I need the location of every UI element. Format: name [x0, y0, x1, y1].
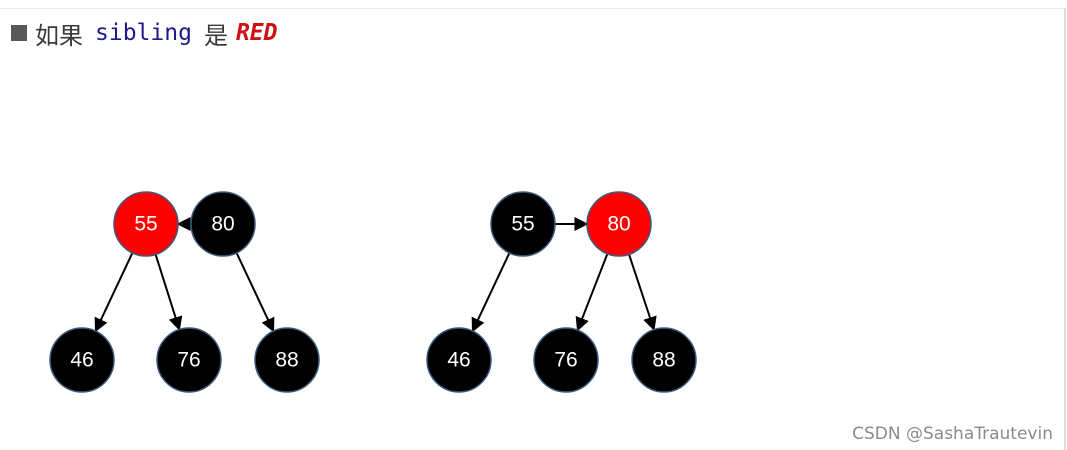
node-after-88: 88	[631, 327, 697, 393]
node-before-46: 46	[49, 327, 115, 393]
node-circle	[190, 191, 256, 257]
node-before-88: 88	[254, 327, 320, 393]
node-circle	[113, 191, 179, 257]
watermark: CSDN @SashaTrautevin	[852, 424, 1053, 444]
node-circle	[156, 327, 222, 393]
node-label: 55	[134, 213, 157, 236]
edge-after-80-76	[575, 253, 609, 332]
heading-prefix: 如果	[35, 21, 83, 50]
node-before-76: 76	[156, 327, 222, 393]
edge-before-80-88	[235, 252, 275, 333]
node-label: 46	[447, 349, 470, 372]
node-label: 80	[211, 213, 234, 236]
square-bullet-icon	[11, 25, 27, 41]
heading-emphasis: RED	[235, 20, 278, 46]
right-divider	[1064, 8, 1066, 450]
node-label: 46	[70, 349, 93, 372]
slide-heading: 如果 sibling 是 RED	[11, 16, 277, 50]
node-circle	[49, 327, 115, 393]
edge-after-55-46	[471, 252, 511, 333]
edges-layer	[94, 217, 657, 333]
edge-before-55-46	[94, 252, 134, 333]
edge-after-80-88	[628, 254, 657, 331]
node-after-76: 76	[533, 327, 599, 393]
node-after-55: 55	[490, 191, 556, 257]
node-circle	[631, 327, 697, 393]
nodes-layer: 55 80 46 76 88 55 80 46 76 88	[49, 191, 697, 393]
node-before-55: 55	[113, 191, 179, 257]
node-circle	[533, 327, 599, 393]
node-before-80: 80	[190, 191, 256, 257]
heading-code: sibling	[95, 20, 192, 46]
node-label: 76	[177, 349, 200, 372]
node-label: 76	[554, 349, 577, 372]
node-label: 55	[511, 213, 534, 236]
node-after-46: 46	[426, 327, 492, 393]
edge-before-55-76	[154, 254, 183, 331]
node-circle	[254, 327, 320, 393]
node-circle	[586, 191, 652, 257]
node-circle	[426, 327, 492, 393]
node-circle	[490, 191, 556, 257]
node-label: 88	[275, 349, 298, 372]
node-after-80: 80	[586, 191, 652, 257]
node-label: 80	[607, 213, 630, 236]
heading-verb: 是	[203, 21, 228, 50]
node-label: 88	[652, 349, 675, 372]
top-divider	[0, 8, 1064, 9]
